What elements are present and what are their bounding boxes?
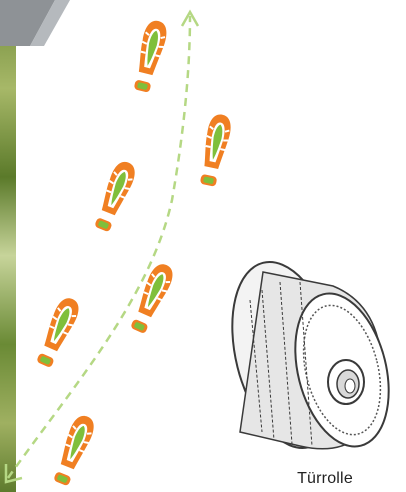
footprint-icon — [127, 261, 177, 336]
door-roller-icon — [215, 251, 404, 460]
footprint-icon — [197, 112, 234, 187]
arrow-head-bottom — [6, 464, 22, 482]
footprint-icon — [91, 158, 139, 233]
footprint-icon — [50, 412, 98, 487]
dashed-arrow-icon — [8, 16, 190, 478]
roller-caption: Türrolle — [270, 470, 380, 488]
footprint-icon — [130, 18, 169, 93]
footprint-icon — [33, 295, 83, 370]
